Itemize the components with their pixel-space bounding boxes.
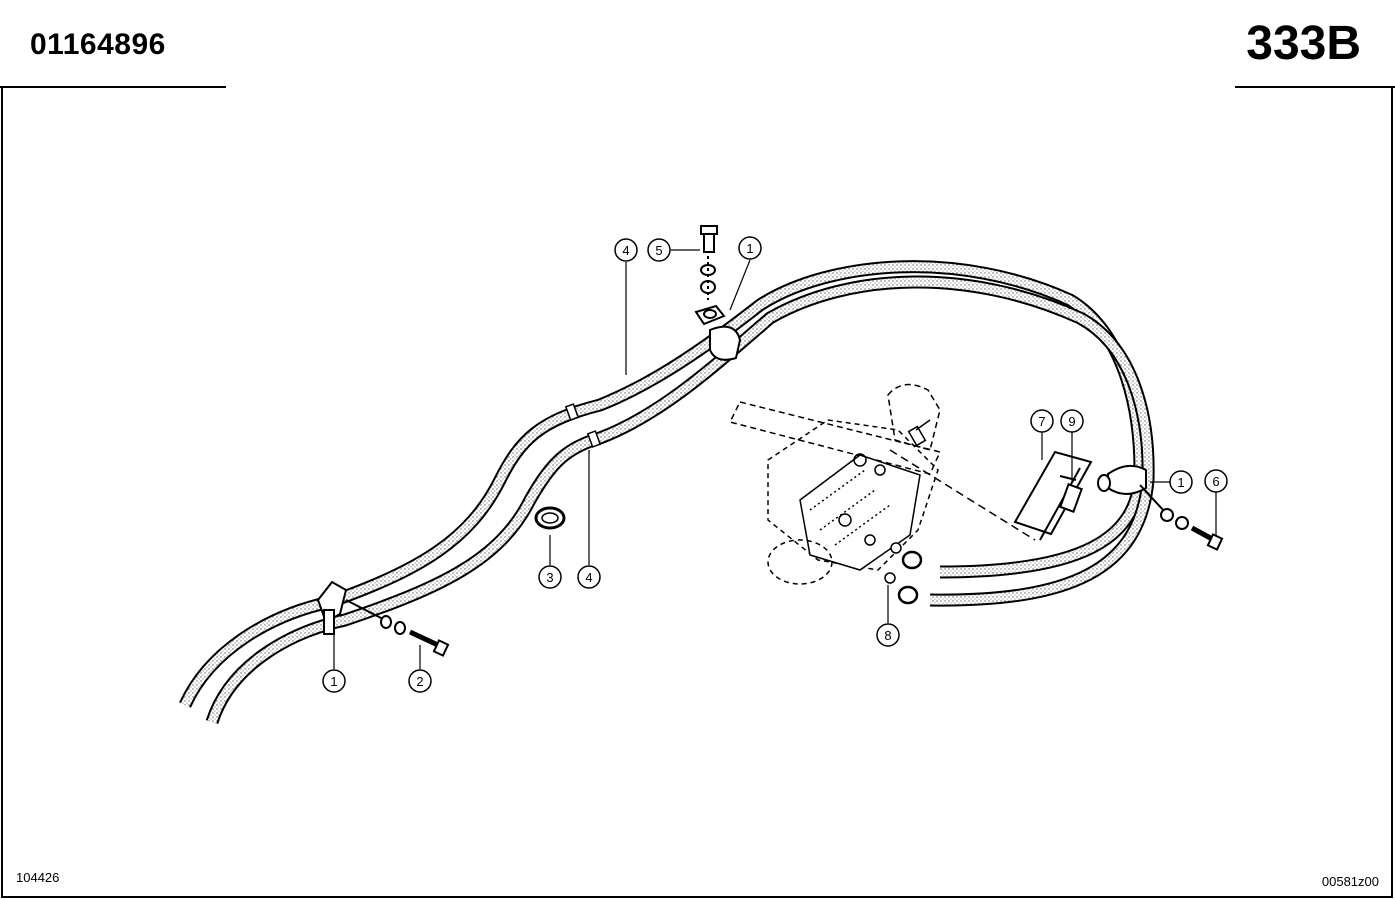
drawing-ref-right: 00581z00 [1321,874,1379,889]
svg-text:8: 8 [884,628,891,643]
svg-text:9: 9 [1068,414,1075,429]
callout-4-upper: 4 [614,238,638,262]
clamp-top [694,225,742,361]
callout-1-left: 1 [322,669,346,693]
callout-7: 7 [1030,409,1054,433]
callout-8: 8 [876,623,900,647]
callout-5: 5 [647,238,671,262]
callout-4-lower: 4 [577,565,601,589]
callout-6: 6 [1204,469,1228,493]
svg-text:2: 2 [416,674,423,689]
svg-text:5: 5 [655,243,662,258]
svg-text:4: 4 [622,243,629,258]
svg-text:4: 4 [585,570,592,585]
bracket-plate [1013,450,1093,541]
hose-break-marks [564,403,602,448]
leader-lines [333,249,1217,669]
document-number: 01164896 [30,28,166,61]
svg-text:7: 7 [1038,414,1045,429]
hose-lower [205,275,1155,725]
callout-3: 3 [538,565,562,589]
drawing-ref-left: 104426 [16,870,60,885]
callouts: 4 5 1 7 9 1 6 3 4 8 1 2 [322,236,1228,693]
callout-2: 2 [408,669,432,693]
page-code: 333B [1246,17,1361,70]
hose-upper [179,260,1147,708]
svg-text:1: 1 [746,241,753,256]
callout-1-top: 1 [738,236,762,260]
svg-text:1: 1 [330,674,337,689]
callout-9: 9 [1060,409,1084,433]
clamp-left [316,580,450,657]
svg-text:1: 1 [1177,475,1184,490]
callout-1-right: 1 [1169,470,1193,494]
control-valve-assembly [728,383,1036,585]
svg-text:6: 6 [1212,474,1219,489]
hose-clip [534,506,566,530]
svg-text:3: 3 [546,570,553,585]
clamp-right [1097,464,1224,551]
hose-fittings [884,542,923,605]
